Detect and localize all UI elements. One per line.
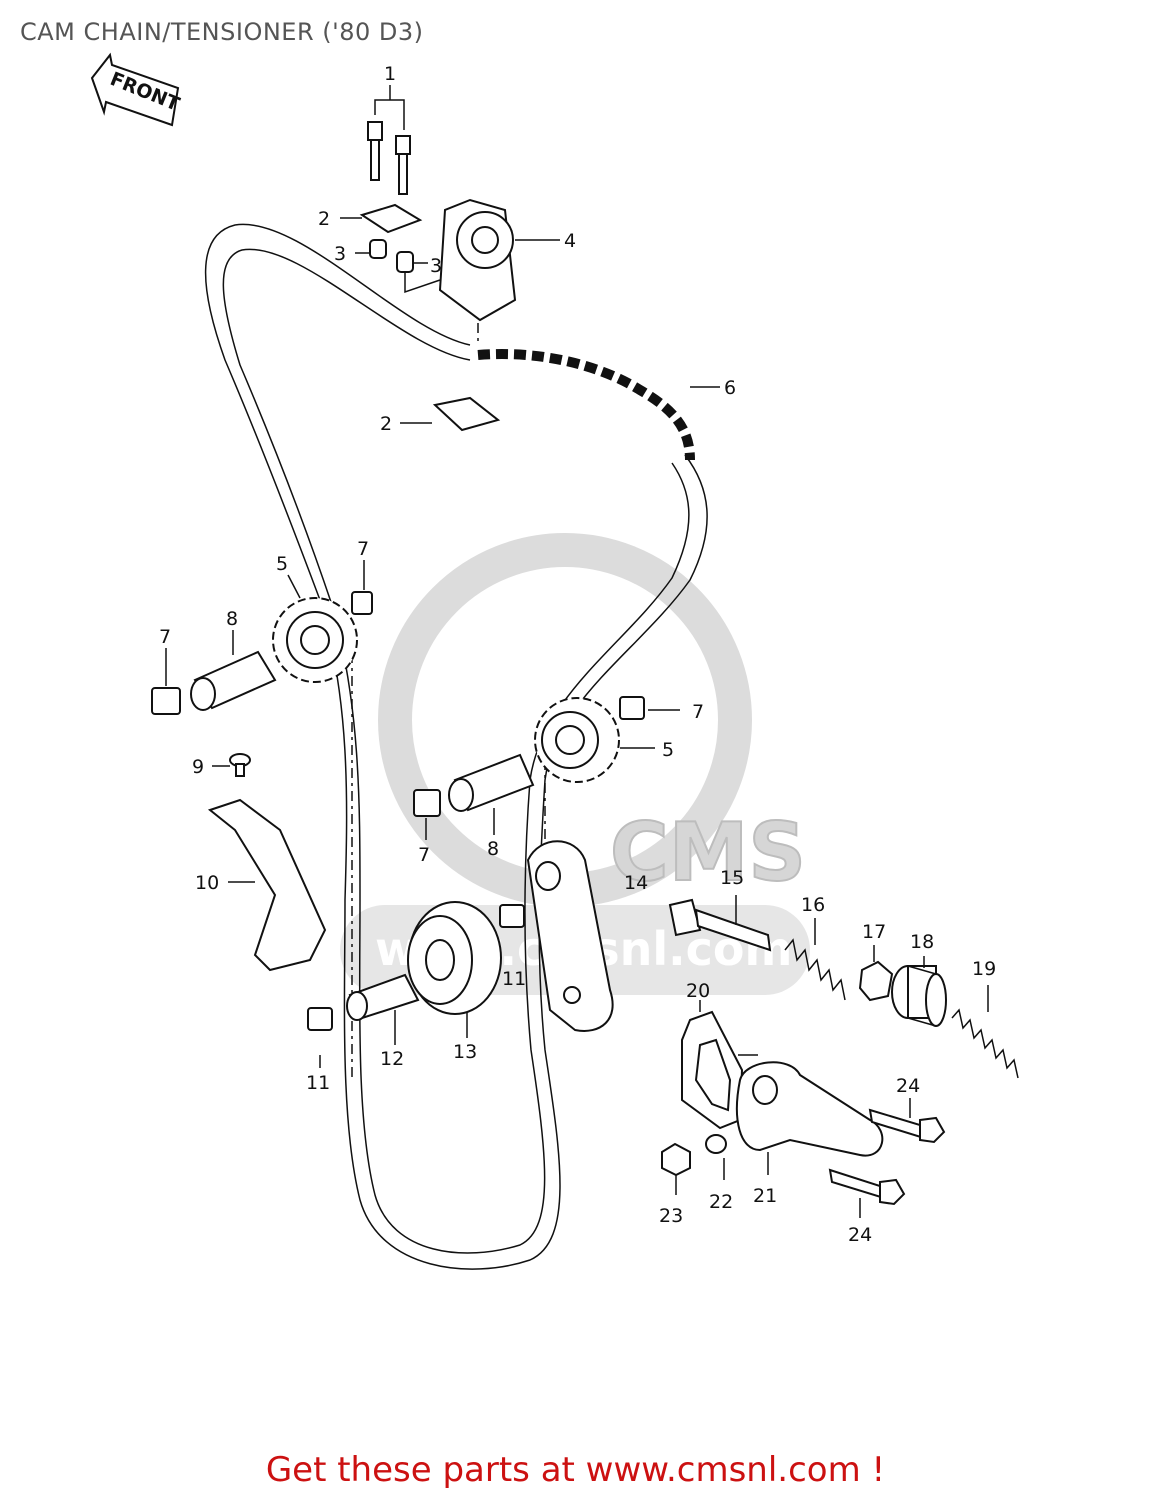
ref-label-24-upper: 24 <box>896 1075 920 1097</box>
plate-2-lower <box>432 396 501 432</box>
footer-link[interactable]: Get these parts at www.cmsnl.com ! <box>265 1450 886 1490</box>
ref-label-18: 18 <box>910 931 934 953</box>
nut-17 <box>858 960 894 1002</box>
collar-3-a <box>369 239 387 259</box>
ref-label-5-right: 5 <box>662 739 674 761</box>
ref-label-8-right: 8 <box>487 838 499 860</box>
sprocket-5-right <box>534 697 655 783</box>
ref-label-7-b: 7 <box>159 626 171 648</box>
ref-label-11-b: 11 <box>306 1072 330 1094</box>
collar-3-b <box>396 251 414 273</box>
damper-block-7-d <box>413 789 441 817</box>
spring-19 <box>951 1008 1019 1079</box>
sprocket-shaft-8-left <box>190 630 277 711</box>
damper-block-11-a <box>499 904 525 928</box>
tensioner-arm-14 <box>526 840 614 1032</box>
ref-label-5-left: 5 <box>276 553 288 575</box>
ref-label-9: 9 <box>192 756 204 778</box>
bolt-24-lower <box>828 1168 906 1218</box>
bolt-24-upper <box>868 1098 946 1144</box>
ref-label-23: 23 <box>659 1205 683 1227</box>
gasket-20 <box>681 1000 758 1130</box>
bolt-23 <box>661 1142 691 1195</box>
ref-label-19: 19 <box>972 958 996 980</box>
tensioner-body-21 <box>736 1061 884 1175</box>
plate-2-top <box>359 203 423 234</box>
cam-sprocket-holder-4 <box>438 198 560 322</box>
ref-label-6: 6 <box>724 377 736 399</box>
ref-label-13: 13 <box>453 1041 477 1063</box>
damper-block-7-a <box>351 591 373 615</box>
ref-label-20: 20 <box>686 980 710 1002</box>
ref-label-16: 16 <box>801 894 825 916</box>
ref-label-7-a: 7 <box>357 538 369 560</box>
sprocket-shaft-8-right <box>448 753 535 835</box>
pivot-bolt-15 <box>668 895 772 952</box>
ref-label-2-lower: 2 <box>380 413 392 435</box>
ref-label-24-lower: 24 <box>848 1224 872 1246</box>
exploded-diagram: CMS www.cmsnl.com FRONT <box>90 52 1019 1270</box>
ref-label-2-top: 2 <box>318 208 330 230</box>
ref-label-15: 15 <box>720 867 744 889</box>
ref-label-8-left: 8 <box>226 608 238 630</box>
spring-16 <box>784 938 846 1001</box>
ref-label-7-d: 7 <box>418 844 430 866</box>
ref-label-1: 1 <box>384 63 396 85</box>
guide-shaft-12 <box>346 973 420 1045</box>
screw-9 <box>212 753 251 777</box>
damper-block-7-c <box>619 696 645 720</box>
ref-label-12: 12 <box>380 1048 404 1070</box>
ref-label-4: 4 <box>564 230 576 252</box>
ref-label-11-a: 11 <box>502 968 526 990</box>
ref-label-3-left: 3 <box>334 243 346 265</box>
page-title: CAM CHAIN/TENSIONER ('80 D3) <box>20 18 424 46</box>
bolt-pair-1 <box>367 85 411 195</box>
ref-label-22: 22 <box>709 1191 733 1213</box>
reference-labels: 1 2 3 3 4 6 2 5 7 8 7 7 5 9 7 8 10 14 15… <box>159 63 996 1246</box>
ref-label-21: 21 <box>753 1185 777 1207</box>
watermark-logo-text: CMS <box>610 806 806 899</box>
damper-block-11-b <box>307 1007 333 1031</box>
cam-chain-links <box>477 349 695 461</box>
cam-chain-loop <box>204 223 708 1270</box>
damper-block-7-b <box>151 687 181 715</box>
ref-label-10: 10 <box>195 872 219 894</box>
ref-label-17: 17 <box>862 921 886 943</box>
guide-roller-13 <box>407 901 502 1038</box>
ref-label-14: 14 <box>624 872 648 894</box>
front-arrow: FRONT <box>90 52 183 127</box>
sprocket-5-left <box>272 574 358 683</box>
ref-label-7-c: 7 <box>692 701 704 723</box>
chain-guide-bracket-10 <box>207 798 327 972</box>
washer-22 <box>705 1134 727 1154</box>
ref-label-3-right: 3 <box>430 255 442 277</box>
collar-18 <box>891 956 947 1027</box>
